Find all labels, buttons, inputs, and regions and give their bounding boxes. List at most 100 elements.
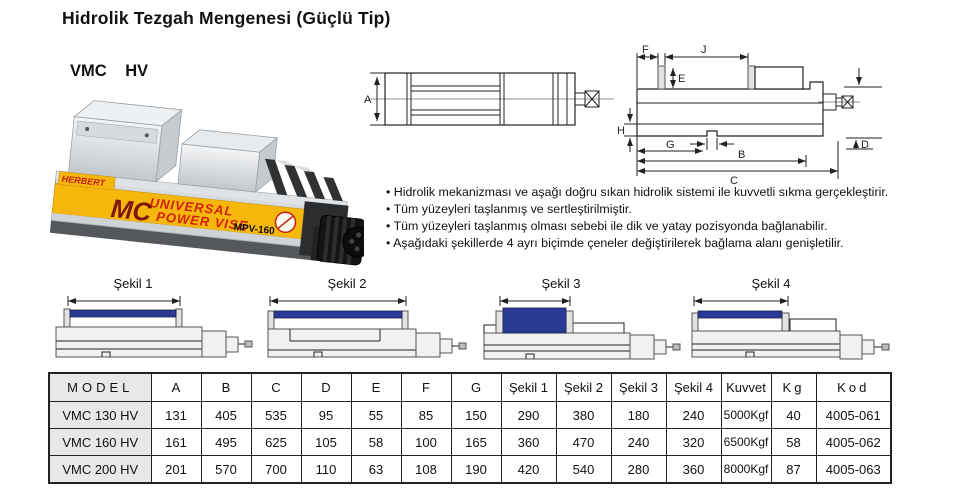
table-row: VMC 200 HV 201 570 700 110 63 108 190 42… [48, 455, 892, 484]
brand-text: HERBERT [61, 174, 107, 189]
col-header-sekil2: Şekil 2 [555, 372, 612, 402]
table-cell: 700 [250, 455, 302, 484]
table-cell: 280 [610, 455, 667, 484]
feature-item: Aşağıdaki şekillerde 4 ayrı biçimde çene… [386, 235, 931, 252]
col-header-f: F [400, 372, 452, 402]
table-cell: 8000Kgf [720, 455, 772, 484]
col-header-sekil1: Şekil 1 [500, 372, 557, 402]
col-header-kuvvet: Kuvvet [720, 372, 772, 402]
col-header-c: C [250, 372, 302, 402]
figure-sekil-4: Şekil 4 [686, 276, 891, 376]
col-header-e: E [350, 372, 402, 402]
table-header-row: MODEL A B C D E F G Şekil 1 Şekil 2 Şeki… [48, 372, 892, 402]
dim-d-label: D [861, 139, 869, 151]
table-cell: 190 [450, 455, 502, 484]
logo-text: MC [109, 193, 154, 227]
feature-item: Hidrolik mekanizması ve aşağı doğru sıka… [386, 184, 931, 201]
table-cell: 201 [150, 455, 202, 484]
vise-figure-drawing [267, 296, 467, 358]
table-cell: 55 [350, 401, 402, 429]
table-cell: 105 [300, 428, 352, 456]
table-cell: 58 [350, 428, 402, 456]
technical-drawing-side-view: F J E H G B C D [617, 44, 882, 187]
table-cell: 320 [665, 428, 722, 456]
table-cell: 625 [250, 428, 302, 456]
table-cell: 63 [350, 455, 402, 484]
table-cell: 6500Kgf [720, 428, 772, 456]
dim-f-label: F [642, 44, 649, 56]
vise-figure-drawing [691, 296, 890, 360]
dim-g-label: G [666, 139, 675, 151]
table-cell: 360 [500, 428, 557, 456]
table-cell: 131 [150, 401, 202, 429]
figure-sekil-3: Şekil 3 [476, 276, 681, 376]
table-cell: 405 [200, 401, 252, 429]
figure-caption: Şekil 2 [327, 276, 367, 291]
model-code-text: MPV-160 [233, 222, 275, 237]
model-cell: VMC 200 HV [48, 455, 152, 484]
table-cell: 470 [555, 428, 612, 456]
table-cell: 95 [300, 401, 352, 429]
dim-c-label: C [730, 175, 738, 187]
figure-sekil-2: Şekil 2 [262, 276, 467, 376]
col-header-sekil4: Şekil 4 [665, 372, 722, 402]
table-cell: 5000Kgf [720, 401, 772, 429]
table-cell: 100 [400, 428, 452, 456]
table-cell: 85 [400, 401, 452, 429]
figure-caption: Şekil 3 [541, 276, 581, 291]
col-header-a: A [150, 372, 202, 402]
table-cell: 240 [665, 401, 722, 429]
table-cell: 535 [250, 401, 302, 429]
table-cell: 40 [770, 401, 817, 429]
col-header-kod: Kod [815, 372, 892, 402]
dim-a-label: A [364, 94, 372, 106]
col-header-g: G [450, 372, 502, 402]
vise-figure-drawing [55, 296, 253, 358]
table-cell: 360 [665, 455, 722, 484]
table-cell: 165 [450, 428, 502, 456]
page-title: Hidrolik Tezgah Mengenesi (Güçlü Tip) [62, 8, 391, 28]
table-cell: 540 [555, 455, 612, 484]
table-cell: 110 [300, 455, 352, 484]
dim-j-label: J [701, 44, 707, 56]
col-header-d: D [300, 372, 352, 402]
feature-list: Hidrolik mekanizması ve aşağı doğru sıka… [386, 184, 931, 252]
table-cell: 180 [610, 401, 667, 429]
col-header-b: B [200, 372, 252, 402]
model-cell: VMC 160 HV [48, 428, 152, 456]
dim-e-label: E [678, 73, 685, 85]
product-photo: HERBERT MC UNIVERSAL POWER VISE MPV-160 [24, 76, 374, 271]
table-cell: 87 [770, 455, 817, 484]
figure-sekil-1: Şekil 1 [48, 276, 253, 376]
table-cell: 380 [555, 401, 612, 429]
dim-h-label: H [617, 125, 625, 137]
technical-drawing-top-view: A [364, 72, 614, 126]
feature-item: Tüm yüzeyleri taşlanmış ve sertleştirilm… [386, 201, 931, 218]
feature-item: Tüm yüzeyleri taşlanmış olması sebebi il… [386, 218, 931, 235]
spec-table: MODEL A B C D E F G Şekil 1 Şekil 2 Şeki… [48, 372, 892, 484]
col-header-kg: Kg [770, 372, 817, 402]
table-cell: 58 [770, 428, 817, 456]
table-row: VMC 130 HV 131 405 535 95 55 85 150 290 … [48, 401, 892, 429]
table-cell: 150 [450, 401, 502, 429]
table-cell: 290 [500, 401, 557, 429]
table-row: VMC 160 HV 161 495 625 105 58 100 165 36… [48, 428, 892, 456]
table-cell: 161 [150, 428, 202, 456]
model-cell: VMC 130 HV [48, 401, 152, 429]
table-cell: 4005-061 [815, 401, 892, 429]
table-cell: 4005-063 [815, 455, 892, 484]
dim-b-label: B [738, 149, 745, 161]
table-cell: 570 [200, 455, 252, 484]
figure-caption: Şekil 1 [113, 276, 153, 291]
table-cell: 420 [500, 455, 557, 484]
vise-photo-illustration: HERBERT MC UNIVERSAL POWER VISE MPV-160 [49, 100, 374, 266]
model-heading: VMC HV [70, 62, 149, 80]
table-cell: 495 [200, 428, 252, 456]
table-cell: 4005-062 [815, 428, 892, 456]
figure-caption: Şekil 4 [751, 276, 791, 291]
vise-figure-drawing [483, 296, 681, 360]
table-cell: 240 [610, 428, 667, 456]
col-header-model: MODEL [48, 372, 152, 402]
table-cell: 108 [400, 455, 452, 484]
